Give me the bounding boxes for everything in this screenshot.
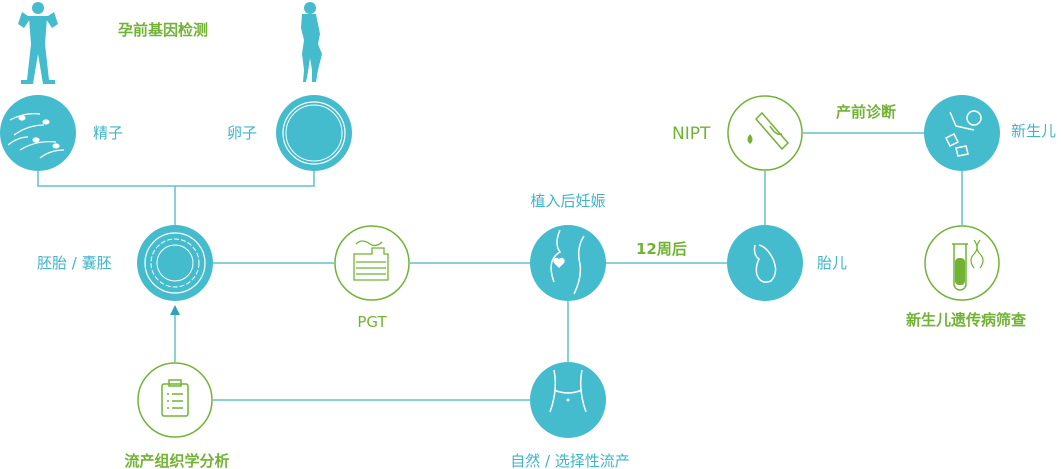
embryo-node — [137, 225, 213, 301]
label-pregnancy: 植入后妊娠 — [530, 192, 606, 210]
droplet-icon — [747, 134, 753, 144]
heart-icon — [553, 257, 565, 268]
label-egg: 卵子 — [227, 124, 258, 142]
abortion-node — [530, 362, 606, 438]
screening-node — [924, 225, 1000, 301]
nipt-node — [727, 95, 803, 171]
label-embryo: 胚胎 / 囊胚 — [37, 254, 112, 272]
label-prenatal-diagnosis: 产前诊断 — [835, 103, 897, 121]
fetus-icon — [753, 244, 777, 283]
diagram-title: 孕前基因检测 — [118, 21, 209, 39]
label-tissue-analysis: 流产组织学分析 — [124, 452, 230, 469]
label-12-weeks: 12周后 — [636, 240, 687, 258]
woman-silhouette-icon — [301, 2, 322, 82]
label-abortion: 自然 / 选择性流产 — [510, 452, 630, 469]
blastocyst-icon — [144, 232, 206, 294]
label-newborn: 新生儿 — [1011, 122, 1057, 140]
connector-sperm-egg — [37, 170, 315, 187]
baby-icon — [944, 110, 982, 157]
egg-node — [276, 95, 352, 171]
tissue-node — [137, 362, 213, 438]
dna-icon — [970, 239, 984, 269]
sperm-node — [0, 95, 76, 171]
label-fetus: 胎儿 — [817, 254, 848, 272]
label-screening: 新生儿遗传病筛查 — [905, 311, 1027, 329]
egg-icon — [282, 101, 346, 165]
fetus-node — [727, 225, 803, 301]
test-tube-dna-icon — [754, 111, 790, 151]
connectors — [37, 132, 963, 401]
man-silhouette-icon — [18, 2, 58, 84]
clipboard-icon — [161, 379, 189, 417]
label-sperm: 精子 — [93, 124, 124, 142]
sequencer-icon — [353, 240, 389, 281]
pregnancy-node — [530, 225, 606, 301]
abdomen-icon — [549, 369, 587, 413]
label-pgt: PGT — [357, 313, 387, 331]
newborn-node — [924, 95, 1000, 171]
test-tube-icon — [952, 243, 968, 291]
arrow-up-icon — [170, 305, 180, 315]
label-nipt: NIPT — [672, 124, 711, 144]
pregnant-belly-icon — [550, 229, 585, 295]
sperm-icon — [7, 113, 65, 159]
pgt-node — [334, 225, 410, 301]
